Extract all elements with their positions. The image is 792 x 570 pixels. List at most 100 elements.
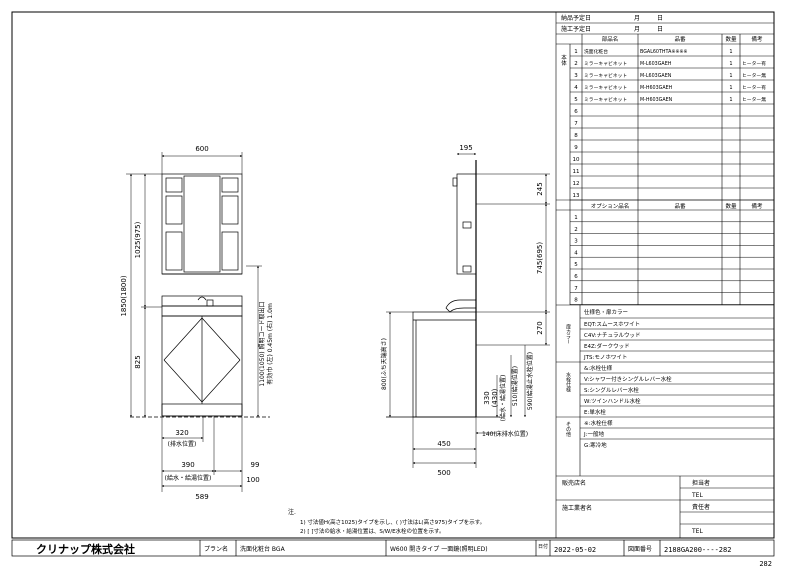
parts-row-code: M-L603GAEH	[640, 61, 672, 67]
note-2: 2) [ ]寸法の給水・給湯位置は、S/W/E水栓の位置を示す。	[300, 527, 445, 535]
dim-430: (430)	[491, 388, 499, 407]
dim-drain-320: 320	[175, 429, 188, 437]
option-row-number: 2	[574, 227, 578, 233]
order-day-label: 日	[657, 15, 663, 22]
side-dimensions	[386, 153, 550, 468]
parts-row-number: 12	[573, 181, 580, 187]
parts-row-code: M-H603GAEH	[640, 85, 673, 91]
parts-table-header: 部品名 品番 数量 備考 本体	[560, 35, 763, 67]
dim-height-mirror: 1025(975)	[134, 221, 142, 258]
front-view	[130, 173, 270, 418]
spec-other-option: J:一般地	[583, 430, 604, 438]
notes: 注. 1) 寸法値H(高さ1025)タイプを示し、( )寸法はL(高さ975)タ…	[288, 508, 485, 535]
dim-195: 195	[459, 144, 472, 152]
spec-table: 仕様色・扉カラー 扉カラー	[565, 308, 628, 344]
work-day-label: 日	[657, 26, 663, 33]
parts-row-name: ミラーキャビネット	[584, 84, 627, 91]
option-header-name: オプション品名	[591, 202, 630, 210]
sales-tel: TEL	[691, 492, 703, 499]
option-row-number: 5	[574, 262, 578, 268]
sales-label: 販売店名	[562, 479, 586, 487]
option-row-number: 6	[574, 274, 578, 280]
dim-270: 270	[536, 321, 544, 334]
option-row-number: 4	[574, 250, 578, 256]
parts-row-number: 3	[574, 73, 578, 79]
dim-100: 100	[246, 476, 259, 484]
dim-supply-390: 390	[181, 461, 194, 469]
dim-outlet-range: 有効巾 (左) 0.45m (右) 1.0m	[266, 303, 274, 385]
parts-row-number: 13	[573, 193, 580, 199]
side-view-labels: 195 245 745(695) 270 800(ふち天端高さ) 330 (43…	[380, 144, 544, 477]
spec-faucet-option: E:単水栓	[584, 408, 606, 416]
parts-row-number: 7	[574, 121, 578, 127]
plan-label: プラン名	[204, 545, 228, 553]
parts-row-number: 2	[574, 61, 578, 67]
dim-height-total: 1850(1800)	[120, 275, 128, 316]
spec-faucet-option: W:ツインハンドル水栓	[584, 397, 641, 405]
parts-row-name: 洗面化粧台	[584, 48, 608, 55]
parts-row-number: 4	[574, 85, 578, 91]
spec-color-option: C4V:ナチュラルウッド	[584, 331, 641, 339]
dim-450: 450	[437, 440, 450, 448]
sales-block: 販売店名 担当者 TEL 施工業者名 責任者 TEL	[562, 479, 710, 535]
dim-590: 590(給湯止水栓位置)	[526, 352, 534, 410]
dim-500: 500	[437, 469, 450, 477]
drain-position-label: (排水位置)	[168, 440, 197, 448]
spec-faucet-section: 水栓仕様	[565, 371, 571, 392]
front-view-labels: 600 1850(1800) 1025(975) 825 1100(1050) …	[120, 145, 274, 501]
parts-row-code: M-H603GAEN	[640, 97, 673, 103]
option-row-number: 1	[574, 215, 578, 221]
spec-faucet-option: V:シャワー付きシングルレバー水栓	[584, 375, 672, 383]
order-dates: 納品予定日 月 日 施工予定日 月 日	[561, 14, 663, 33]
spec-color-option: E4Z:ダークウッド	[584, 342, 630, 350]
parts-row-note: ヒーター有	[742, 60, 766, 67]
drawing-number-label: 図面番号	[628, 546, 652, 553]
sheet-border	[11, 11, 775, 539]
front-dimensions	[126, 152, 262, 492]
parts-row-number: 11	[573, 169, 580, 175]
work-date-label: 施工予定日	[561, 25, 591, 33]
dim-outlet-height: 1100(1050) 照明コード取出口	[258, 301, 266, 386]
parts-row-number: 8	[574, 133, 578, 139]
parts-header-note: 備考	[751, 35, 763, 43]
drawing-date: 2022-05-02	[554, 546, 596, 554]
parts-row-name: ミラーキャビネット	[584, 60, 627, 67]
dim-99: 99	[251, 461, 260, 469]
spec-faucet-option: S:シングルレバー水栓	[584, 386, 639, 394]
option-row-number: 8	[574, 298, 578, 304]
parts-row-name: ミラーキャビネット	[584, 96, 627, 103]
parts-header-qty: 数量	[725, 35, 737, 43]
spec-color-section: 扉カラー	[565, 323, 571, 344]
product-description: W600 開きタイプ 一面鏡(照明LED)	[390, 545, 488, 553]
dim-510: 510(給湯位置)	[511, 366, 519, 406]
dim-330: 330	[483, 391, 491, 404]
company-name: クリナップ株式会社	[36, 542, 135, 556]
parts-row-qty: 1	[729, 49, 732, 55]
parts-row-qty: 1	[729, 97, 732, 103]
dim-245: 245	[536, 182, 544, 195]
construction-tel: TEL	[691, 528, 703, 535]
drawing-number: 2188GA200----282	[664, 546, 731, 554]
order-month-label: 月	[634, 15, 640, 22]
parts-row-note: ヒーター無	[742, 72, 766, 79]
spec-color-option: JTS:モノホワイト	[583, 354, 627, 361]
spec-other-option: ※:水栓仕様	[584, 419, 613, 427]
parts-row-qty: 1	[729, 61, 732, 67]
spec-color-option: EQT:スムースホワイト	[584, 321, 640, 328]
sales-person-label: 担当者	[692, 479, 710, 487]
option-header-code: 品番	[674, 203, 686, 210]
parts-row-code: BGAL60THTA※※※※	[640, 49, 687, 55]
supply-position-label: (給水・給湯位置)	[165, 474, 212, 482]
parts-header-code: 品番	[674, 36, 686, 43]
parts-section-label: 本体	[560, 53, 567, 67]
spec-color-title: 仕様色・扉カラー	[584, 308, 628, 316]
parts-row-note: ヒーター無	[742, 96, 766, 103]
option-header-qty: 数量	[725, 202, 737, 210]
spec-faucet-title: &:水栓仕様	[584, 364, 613, 372]
parts-row-number: 9	[574, 145, 578, 151]
dim-330-label: (給水・給湯位置)	[499, 375, 507, 422]
construction-person-label: 責任者	[692, 503, 710, 511]
parts-row-qty: 1	[729, 85, 732, 91]
